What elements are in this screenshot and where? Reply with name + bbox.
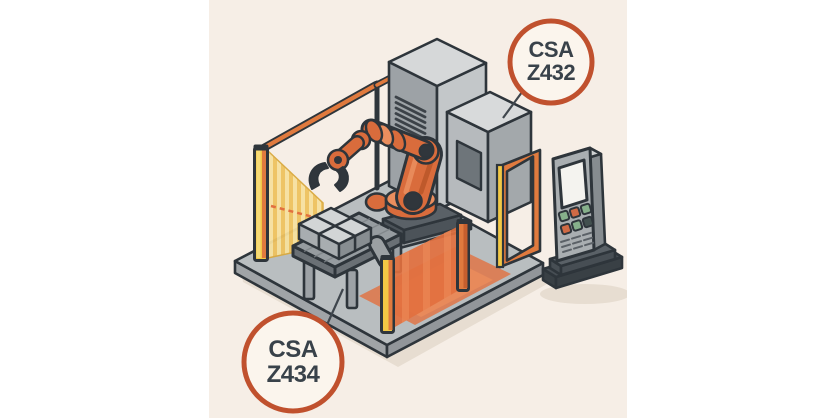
robot-elbow-hub [418, 143, 434, 159]
hmi-button-green[interactable] [579, 202, 593, 216]
cabinet-vent-slats [394, 95, 427, 141]
robot-shoulder-joint [403, 191, 423, 211]
control-cabinet-door [445, 90, 533, 224]
robot-wrist [326, 129, 372, 172]
hmi-pedestal [541, 146, 624, 290]
hmi-button-red[interactable] [559, 222, 573, 236]
parts-boxes [297, 206, 373, 261]
light-curtain-post-front [380, 255, 395, 334]
light-curtain-front [388, 225, 461, 331]
hmi-button-green[interactable] [570, 219, 584, 232]
badge-csa-z434: CSA Z434 [241, 310, 345, 414]
box [317, 224, 357, 261]
badge-z434-line1: CSA [268, 336, 317, 363]
hmi-button-red[interactable] [568, 206, 582, 219]
gate-light-curtain-strip [495, 163, 505, 269]
robot-forearm [360, 118, 435, 161]
hmi-buttons [557, 202, 595, 236]
hmi-button-green[interactable] [557, 209, 571, 223]
robot-gripper [308, 162, 349, 192]
light-curtain-post-left [253, 144, 269, 262]
badge-z432-line2: Z432 [527, 60, 575, 85]
hmi-button-dark[interactable] [581, 215, 595, 229]
light-curtain-post-middle [456, 219, 470, 292]
hmi-vents [560, 231, 594, 253]
robot-cell-illustration: CSA Z432 CSA Z434 [233, 18, 627, 414]
safety-gate-frame [495, 148, 542, 269]
cabinet-window [455, 139, 483, 192]
badge-csa-z432: CSA Z432 [507, 18, 595, 106]
badge-z432-line1: CSA [529, 37, 575, 62]
badge-z434-line2: Z434 [267, 361, 321, 388]
illustration-canvas: CSA Z432 CSA Z434 [209, 0, 627, 418]
robot-arm [308, 118, 473, 251]
leader-line-z434 [324, 288, 345, 328]
ground-shadow [241, 270, 627, 367]
hmi-screen [557, 158, 589, 210]
